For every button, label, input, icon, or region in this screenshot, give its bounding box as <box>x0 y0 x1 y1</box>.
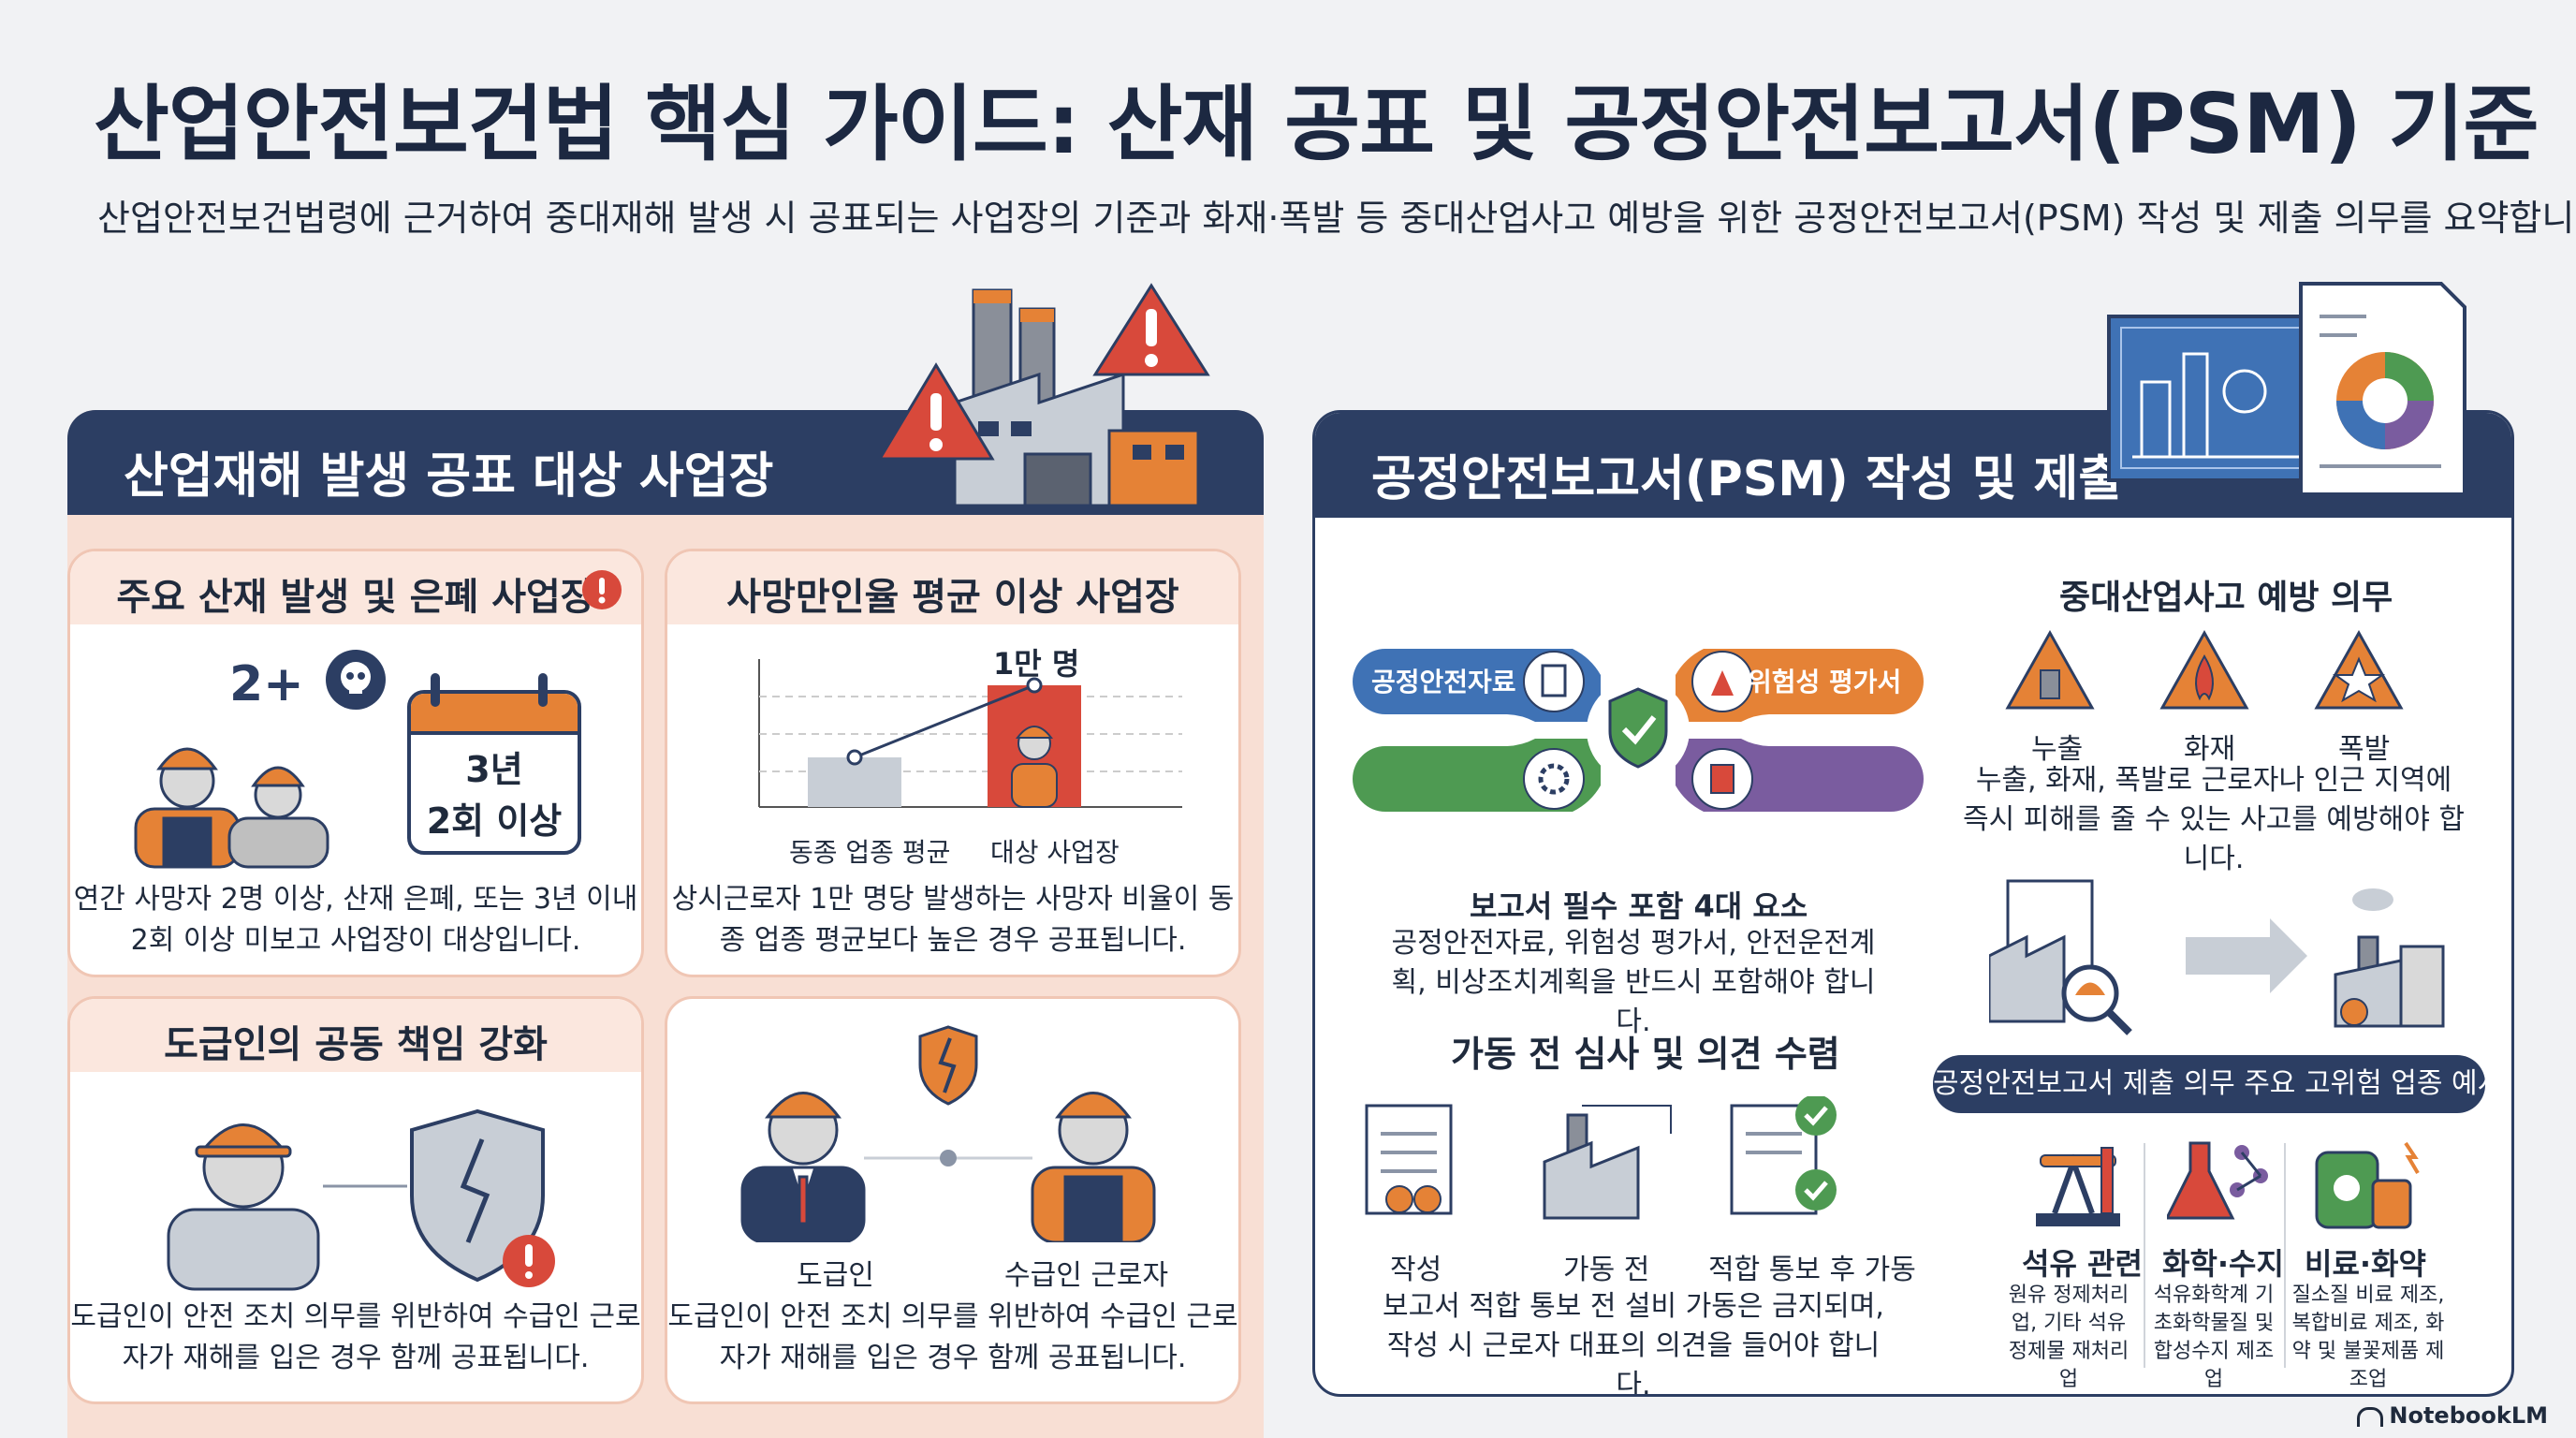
calendar-icon: 3년 2회 이상 <box>407 690 581 855</box>
page-subtitle: 산업안전보건법령에 근거하여 중대재해 발생 시 공표되는 사업장의 기준과 화… <box>97 198 2576 239</box>
element-risk-assessment: 위험성 평가서 <box>1748 667 1902 697</box>
hazard-leak: 누출 <box>2031 733 2084 766</box>
industry-desc: 질소질 비료 제조, 복합비료 제조, 화약 및 불꽃제품 제조업 <box>2291 1284 2445 1391</box>
industry-name: 화학·수지 <box>2162 1246 2284 1282</box>
four-elements-title: 보고서 필수 포함 4대 요소 <box>1470 888 1808 924</box>
card-title: 주요 산재 발생 및 은폐 사업장 <box>116 576 595 619</box>
calendar-years: 3년 <box>465 749 523 790</box>
oil-pump-icon <box>2036 1147 2120 1226</box>
card-title: 사망만인율 평균 이상 사업장 <box>726 576 1179 619</box>
industry-desc: 원유 정제처리업, 기타 석유정제물 재처리업 <box>2008 1284 2130 1391</box>
step-pre-operation: 가동 전 <box>1563 1254 1650 1286</box>
contractor-illustration <box>740 1025 1156 1242</box>
hazard-icons <box>2005 629 2404 710</box>
fatality-chart <box>758 659 1182 808</box>
calendar-count: 2회 이상 <box>426 800 563 842</box>
element-emergency-plan: 비상조치계획 <box>1748 829 1893 860</box>
step-operation-after-approval: 적합 통보 후 가동 <box>1708 1254 1916 1286</box>
notebook-logo-icon <box>2357 1406 2384 1427</box>
four-elements-text: 공정안전자료, 위험성 평가서, 안전운전계획, 비상조치계획을 반드시 포함해… <box>1391 927 1876 1038</box>
person-subcontractor-worker: 수급인 근로자 <box>1004 1259 1169 1292</box>
card-description: 상시근로자 1만 명당 발생하는 사망자 비율이 동종 업종 평균보다 높은 경… <box>671 883 1235 957</box>
review-steps-illustration <box>1365 1096 1837 1220</box>
card-description: 도급인이 안전 조치 의무를 위반하여 수급인 근로자가 재해를 입은 경우 함… <box>667 1300 1238 1374</box>
chemistry-icon <box>2167 1141 2268 1220</box>
person-contractor: 도급인 <box>797 1259 874 1292</box>
skull-icon <box>326 650 386 710</box>
brand-watermark: NotebookLM <box>2357 1402 2548 1429</box>
industry-desc: 석유화학계 기초화학물질 및 합성수지 제조업 <box>2153 1284 2275 1391</box>
blueprint-report-illustration <box>2107 282 2466 496</box>
review-text: 보고서 적합 통보 전 설비 가동은 금지되며, 작성 시 근로자 대표의 의견… <box>1383 1290 1884 1397</box>
psm-elements-diagram <box>1353 649 1924 812</box>
industries-title: 공정안전보고서 제출 의무 주요 고위험 업종 예시 <box>1933 1055 2503 1113</box>
industry-name: 비료·화약 <box>2305 1246 2426 1282</box>
chart-label: 1만 명 <box>993 646 1080 682</box>
alert-icon <box>582 570 622 609</box>
card-joint-liability: 도급인의 공동 책임 강화 도급인이 안전 조치 의무를 위반하여 수급인 근로… <box>67 996 644 1404</box>
fertilizer-icon <box>2315 1141 2420 1229</box>
worker-shield-illustration <box>167 1108 555 1291</box>
card-major-accidents: 주요 산재 발생 및 은폐 사업장 2+ 3년 2회 이상 <box>67 549 644 977</box>
factory-alert-illustration <box>877 283 1210 507</box>
bar-label-target: 대상 사업장 <box>990 837 1120 868</box>
card-title: 도급인의 공동 책임 강화 <box>164 1023 548 1066</box>
inspection-illustration <box>1989 879 2445 1035</box>
hazard-explosion: 폭발 <box>2338 733 2391 766</box>
step-write: 작성 <box>1390 1254 1442 1286</box>
count-badge: 2+ <box>229 656 304 712</box>
element-process-data: 공정안전자료 <box>1371 667 1516 697</box>
element-safe-operation: 안전운전계획 <box>1371 829 1516 860</box>
prevention-text: 누출, 화재, 폭발로 근로자나 인근 지역에 즉시 피해를 줄 수 있는 사고… <box>1963 764 2465 875</box>
page-title: 산업안전보건법 핵심 가이드: 산재 공표 및 공정안전보고서(PSM) 기준 <box>94 76 2539 172</box>
workers-icon <box>134 747 329 869</box>
card-fatality-rate: 사망만인율 평균 이상 사업장 1만 명 동종 업종 평균 대상 사업장 상시근… <box>665 549 1241 977</box>
bar-industry-average <box>808 757 901 807</box>
card-description: 도급인이 안전 조치 의무를 위반하여 수급인 근로자가 재해를 입은 경우 함… <box>70 1300 641 1374</box>
right-panel-title: 공정안전보고서(PSM) 작성 및 제출 <box>1371 451 2124 507</box>
bar-label-average: 동종 업종 평균 <box>789 837 951 868</box>
right-panel: 공정안전보고서(PSM) 작성 및 제출 공정안전자료 위험성 평가서 안전운전… <box>1312 410 2514 1397</box>
industry-name: 석유 관련 <box>2022 1246 2143 1282</box>
review-title: 가동 전 심사 및 의견 수렴 <box>1451 1034 1840 1075</box>
card-contractor-worker: 도급인 수급인 근로자 도급인이 안전 조치 의무를 위반하여 수급인 근로자가… <box>665 996 1241 1404</box>
card-description: 연간 사망자 2명 이상, 산재 은폐, 또는 3년 이내 2회 이상 미보고 … <box>73 883 638 957</box>
hazard-fire: 화재 <box>2184 733 2236 766</box>
left-panel-title: 산업재해 발생 공표 대상 사업장 <box>124 448 774 505</box>
left-panel: 산업재해 발생 공표 대상 사업장 주요 산재 발생 및 은폐 사업장 2+ <box>67 410 1264 1438</box>
prevention-title: 중대산업사고 예방 의무 <box>2059 579 2393 617</box>
